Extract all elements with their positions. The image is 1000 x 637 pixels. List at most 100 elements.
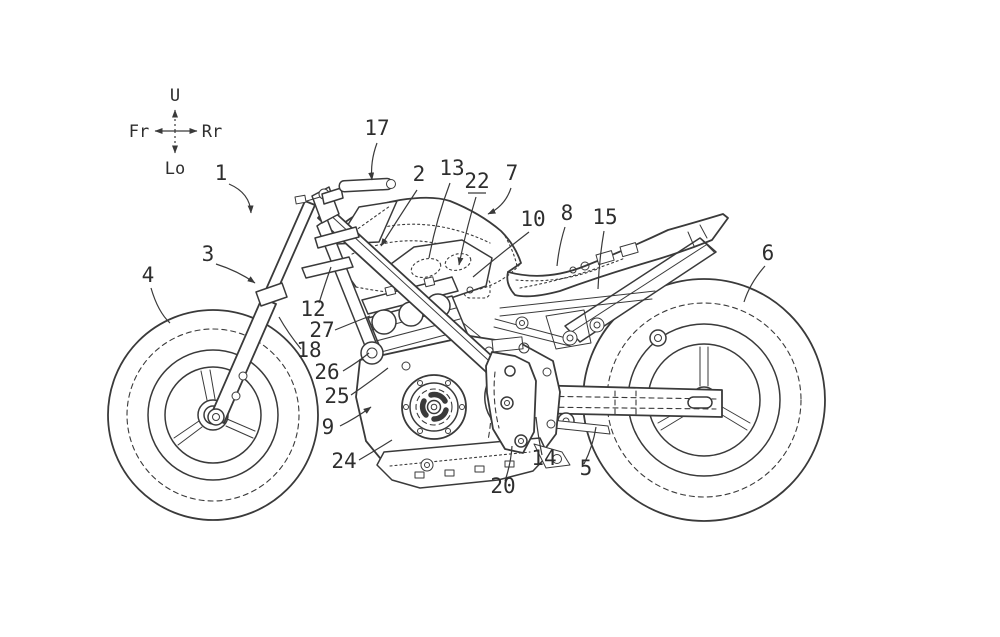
subframe-bolt-center xyxy=(519,320,525,326)
generator-bolts xyxy=(403,380,465,434)
part-label-12: 12 xyxy=(300,297,325,321)
intake-stud xyxy=(384,285,397,297)
bar-end-weight xyxy=(386,179,396,189)
part-label-1: 1 xyxy=(215,161,228,185)
front-tire-outer xyxy=(107,309,319,521)
compass-rear-label: Rr xyxy=(202,122,222,142)
axle-adjuster-slot xyxy=(687,396,713,409)
slider-bolt xyxy=(231,391,241,401)
fork-lower-slider xyxy=(209,297,277,424)
part-label-17: 17 xyxy=(364,116,389,140)
seat-latch xyxy=(595,250,615,266)
generator-ring-hidden xyxy=(415,388,453,426)
pivot-hole xyxy=(514,434,528,448)
part-label-24: 24 xyxy=(331,449,356,473)
leader-line-12 xyxy=(318,266,332,304)
front-tire-inner-hidden xyxy=(126,328,300,502)
leader-line-7 xyxy=(487,187,512,215)
part-label-2: 2 xyxy=(413,162,426,186)
tank-rear-seam xyxy=(504,235,518,267)
part-label-3: 3 xyxy=(202,242,215,266)
muffler-seam xyxy=(572,244,707,332)
pivot-bracket xyxy=(485,351,571,469)
subframe-bolt-center xyxy=(593,321,601,329)
pivot-hole-center xyxy=(518,438,524,444)
cover-bolt xyxy=(466,286,474,294)
seat-seam xyxy=(519,257,626,289)
intake-stud xyxy=(423,276,436,288)
tail-detail-lines xyxy=(687,224,708,247)
leader-line-15 xyxy=(597,230,605,290)
part-label-8: 8 xyxy=(561,201,574,225)
part-label-26: 26 xyxy=(314,360,339,384)
swingarm-hidden-ribs xyxy=(614,390,637,417)
drain-bolt-center xyxy=(424,462,430,468)
pivot-hole xyxy=(500,396,514,410)
case-bolt xyxy=(401,361,411,371)
subframe-bolt xyxy=(589,317,605,333)
leader-line-14 xyxy=(535,416,543,456)
part-label-18: 18 xyxy=(296,338,321,362)
handlebar-grip xyxy=(338,177,393,193)
front-spokes xyxy=(173,369,256,446)
subframe-roller xyxy=(649,329,667,347)
generator-hub xyxy=(426,399,442,415)
front-fork xyxy=(207,186,360,426)
leader-line-24 xyxy=(358,439,393,461)
part-label-20: 20 xyxy=(490,474,515,498)
pivot-hole xyxy=(504,365,516,377)
handlebar xyxy=(294,177,396,205)
front-axle-nut xyxy=(207,408,225,426)
swingarm xyxy=(526,384,723,435)
part-label-27: 27 xyxy=(309,318,334,342)
leader-line-27 xyxy=(334,315,371,331)
front-rim-inner xyxy=(164,366,262,464)
cam-cap-hidden xyxy=(410,257,442,279)
leader-line-6 xyxy=(743,265,766,303)
leader-line-13 xyxy=(428,182,451,259)
slider-bolt xyxy=(238,371,248,381)
lower-fork-brace xyxy=(301,256,354,279)
seat-bolt xyxy=(580,261,590,271)
pivot-plate-hidden-edge xyxy=(493,371,500,429)
subframe-bolt xyxy=(515,316,529,330)
orientation-compass: U Lo Fr Rr xyxy=(129,86,222,179)
engine-mount-boss xyxy=(360,341,384,365)
rear-tire-inner-hidden xyxy=(606,302,802,498)
compass-front-label: Fr xyxy=(129,122,149,142)
swingarm-hidden-lines xyxy=(531,395,717,410)
engine-mount-bolt xyxy=(366,347,378,359)
compass-up-label: U xyxy=(170,86,180,106)
cam-cap-hidden xyxy=(444,253,472,271)
part-label-13: 13 xyxy=(439,156,464,180)
leader-line-9 xyxy=(339,406,372,427)
leader-line-25 xyxy=(350,367,389,396)
muffler-end-cap xyxy=(701,239,715,253)
leader-line-20 xyxy=(504,445,513,482)
starter-motor xyxy=(491,336,524,353)
seat-latch xyxy=(619,242,639,258)
part-label-25: 25 xyxy=(324,384,349,408)
part-label-4: 4 xyxy=(142,263,155,287)
leader-line-2 xyxy=(380,189,418,247)
case-bolt xyxy=(546,419,556,429)
front-rim-outer xyxy=(147,349,279,481)
engine xyxy=(355,239,561,489)
part-label-15: 15 xyxy=(592,205,617,229)
pivot-hole-center xyxy=(504,400,510,406)
generator-fan-blades xyxy=(419,391,449,422)
leader-line-10 xyxy=(472,231,530,278)
leader-line-26 xyxy=(342,352,370,372)
handlebar-clamp xyxy=(321,187,344,205)
seat-bolt xyxy=(569,266,577,274)
main-frame xyxy=(316,205,507,382)
subframe-bolt xyxy=(562,330,578,346)
case-bolt xyxy=(542,367,552,377)
lever-perch xyxy=(294,194,307,205)
leader-line-8 xyxy=(556,226,566,267)
part-label-14: 14 xyxy=(531,446,556,470)
oil-pan-seam xyxy=(389,451,531,467)
leader-line-1 xyxy=(228,183,254,214)
